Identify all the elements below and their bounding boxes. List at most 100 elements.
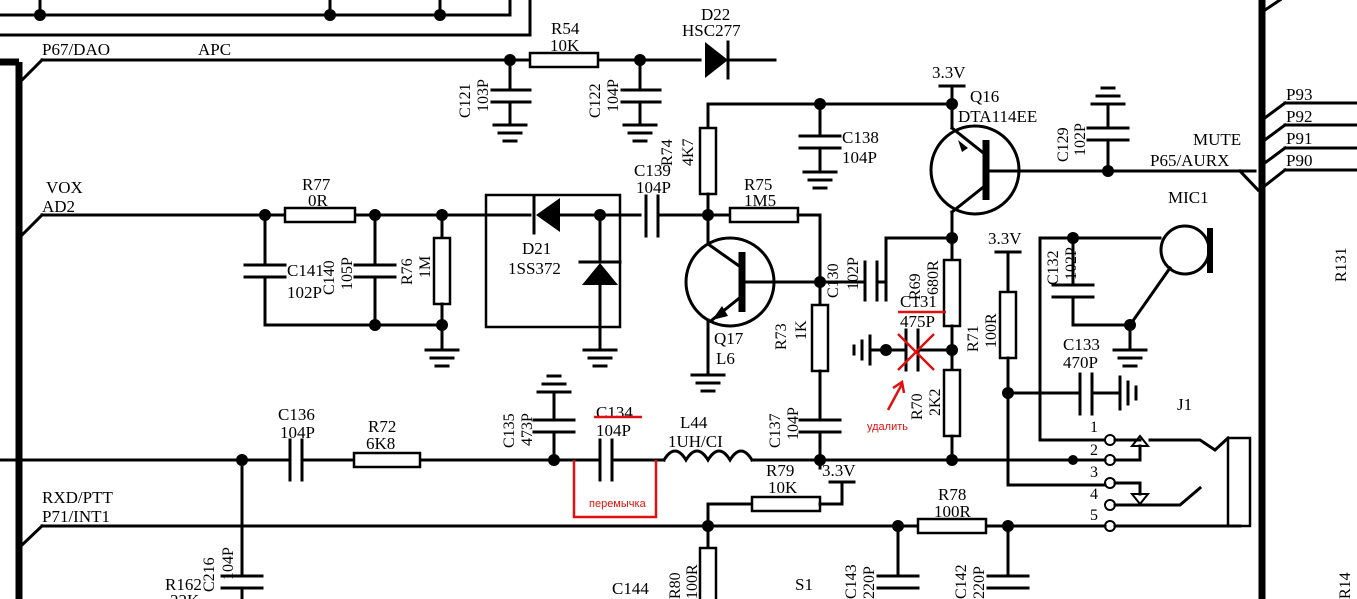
r77-value: 0R	[308, 191, 329, 210]
net-label-p71-int1: P71/INT1	[42, 507, 110, 526]
q16-ref: Q16	[970, 87, 999, 106]
jack-pin-5: 5	[1090, 507, 1098, 524]
jack-pin-3: 3	[1090, 464, 1098, 481]
r73-value: 1K	[793, 320, 810, 340]
q17-value: L6	[716, 349, 735, 368]
v33-r71-label: 3.3V	[988, 229, 1022, 248]
ptt-net: RXD/PTT P71/INT1	[19, 488, 1107, 550]
r14-ref: R14	[1337, 572, 1354, 599]
l44-value: 1UH/CI	[668, 432, 723, 451]
c130-value: 102P	[845, 257, 862, 290]
net-label-apc: APC	[198, 40, 231, 59]
c121-value: 103P	[475, 79, 492, 112]
capacitor-c139: C139 104P	[634, 161, 671, 238]
r78-ref: R78	[938, 485, 966, 504]
c133-ref: C133	[1063, 335, 1100, 354]
r72-value: 6K8	[366, 434, 395, 453]
c138-ref: C138	[842, 128, 879, 147]
d22-ref: D22	[701, 5, 730, 24]
r74-value: 4K7	[680, 138, 697, 166]
resistor-r162: R162 22K	[165, 575, 202, 599]
c143-ref: C143	[843, 564, 860, 599]
c141-ref: C141	[287, 261, 324, 280]
capacitor-c135: C135 473P	[501, 374, 576, 462]
q16-value: DTA114EE	[958, 107, 1037, 126]
c137-value: 104P	[785, 407, 802, 440]
c141-value: 102P	[287, 283, 322, 302]
r72-ref: R72	[368, 417, 396, 436]
r71-ref: R71	[965, 325, 982, 352]
net-label-p92: P92	[1286, 107, 1312, 126]
capacitor-c121: C121 103P	[457, 54, 532, 143]
diode-d21: D21 1SS372	[484, 193, 622, 368]
r162-ref: R162	[165, 575, 202, 594]
r54-ref: R54	[551, 19, 580, 38]
jack-j1: J1 1 2 3 4 5	[1006, 395, 1252, 532]
capacitor-c133: C133 470P	[1006, 335, 1138, 416]
r75-ref: R75	[744, 175, 772, 194]
d21-value: 1SS372	[508, 259, 561, 278]
r80-value: 100R	[684, 564, 701, 599]
resistor-r75: R75 1M5	[702, 175, 822, 284]
c121-ref: C121	[457, 83, 474, 118]
c136-value: 104P	[280, 423, 315, 442]
jack-pin-2: 2	[1090, 442, 1098, 459]
transistor-q16: Q16 DTA114EE	[929, 87, 1257, 262]
jack-pin-4: 4	[1090, 486, 1098, 503]
mic1: MIC1 C132 102P	[1038, 188, 1213, 442]
net-label-rxd-ptt: RXD/PTT	[42, 488, 113, 507]
r80-ref: R80	[667, 572, 684, 599]
r78-value: 100R	[934, 502, 972, 521]
c122-ref: C122	[587, 83, 604, 118]
c129-ref: C129	[1055, 127, 1072, 162]
c140-value: 105P	[339, 257, 356, 290]
c135-value: 473P	[519, 413, 536, 446]
c132-ref: C132	[1045, 250, 1062, 285]
jumper-note: перемычка	[589, 498, 647, 510]
transistor-q17: Q17 L6	[684, 213, 822, 393]
bottom-components: C144 R80 100R S1 C143 220P C142 220P R14	[612, 524, 1354, 599]
capacitor-c138: C138 104P	[798, 102, 879, 190]
net-label-vox: VOX	[46, 178, 83, 197]
j1-ref: J1	[1177, 395, 1192, 414]
r69-value: 680R	[925, 260, 942, 295]
c137-ref: C137	[767, 413, 784, 448]
q17-ref: Q17	[714, 329, 744, 348]
resistor-r54: R54 10K	[528, 19, 600, 69]
r70-ref: R70	[909, 393, 926, 420]
resistor-r79: R79 10K 3.3V	[706, 458, 856, 513]
c134-value: 104P	[596, 421, 631, 440]
capacitor-c129: C129 102P	[1055, 86, 1130, 177]
r71-value: 100R	[983, 313, 1000, 348]
c131-ref: C131	[900, 292, 937, 311]
mic1-ref: MIC1	[1168, 188, 1209, 207]
c139-value: 104P	[636, 178, 671, 197]
mic-bias-network: R69 680R C131 475P R70 2K2	[852, 232, 962, 466]
v33-r79-label: 3.3V	[822, 461, 856, 480]
net-label-p90: P90	[1286, 151, 1312, 170]
q17-collector-network: C130 102P R73 1K C137 104P	[767, 236, 888, 466]
r73-ref: R73	[773, 323, 790, 350]
capacitor-c216: C216 104P	[201, 458, 264, 599]
resistor-r74: R74 4K7	[659, 102, 718, 217]
net-label-p93: P93	[1286, 85, 1312, 104]
vox-filter: C141 102P C140 105P R76 1M	[243, 209, 460, 368]
net-label-p65-aurx: P65/AURX	[1150, 151, 1229, 170]
r76-value: 1M	[417, 256, 434, 278]
apc-net: P67/DAO APC	[19, 40, 777, 83]
c134-ref: C134	[596, 403, 633, 422]
c122-value: 104P	[605, 79, 622, 112]
c135-ref: C135	[501, 413, 518, 448]
resistor-r72: R72 6K8	[352, 417, 422, 469]
c142-value: 220P	[971, 566, 988, 599]
resistor-r77: R77 0R	[283, 175, 357, 224]
r131-ref: R131	[1333, 247, 1350, 282]
net-label-mute: MUTE	[1193, 130, 1241, 149]
remove-note: удалить	[867, 421, 908, 433]
top-bus	[0, 0, 532, 37]
resistor-r78: R78 100R	[916, 485, 988, 535]
p9x-bus: P93 P92 P91 P90	[1259, 0, 1357, 191]
c133-value: 470P	[1063, 353, 1098, 372]
c143-value: 220P	[861, 566, 878, 599]
